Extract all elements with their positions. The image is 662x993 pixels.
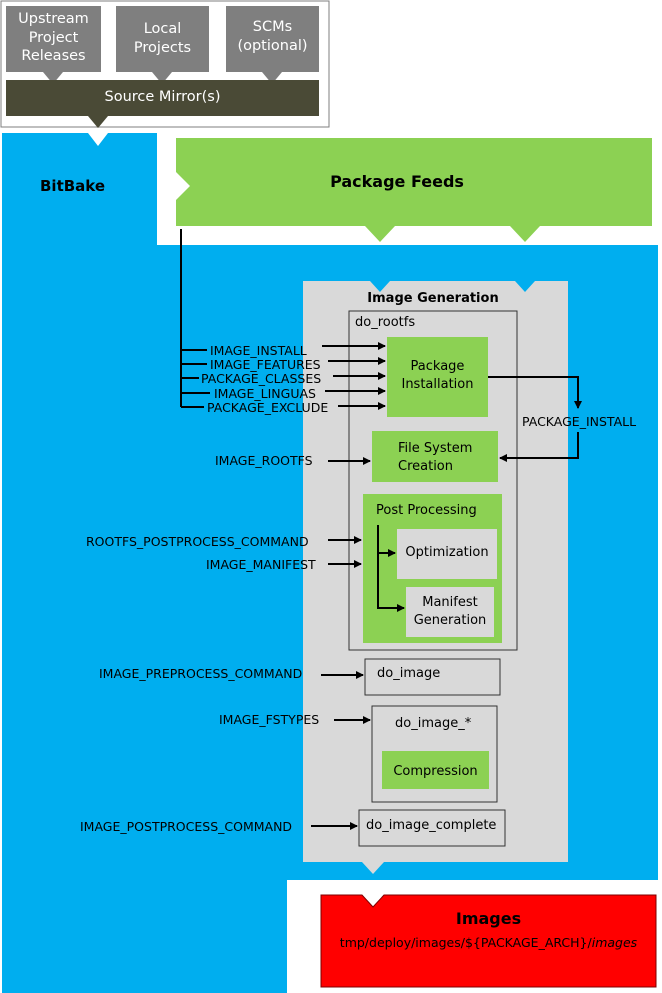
local-line-1: Local [143,21,182,37]
manifest-line-1: Manifest [422,595,478,610]
images-path-prefix: tmp/deploy/images/${PACKAGE_ARCH}/ [339,935,592,950]
local-projects-label: Local Projects [116,20,209,57]
source-mirror-arrow [88,116,108,128]
manifest-generation-box [406,587,494,637]
package-feeds-box [176,138,652,242]
source-mirror-box [6,80,319,116]
do-image-box [364,658,501,696]
optimization-box [397,529,497,579]
var-image-fstypes: IMAGE_FSTYPES [219,712,320,727]
manifest-line-2: Generation [413,613,487,628]
do-image-label: do_image [377,666,441,681]
scms-box [226,6,319,72]
file-system-creation-line-1: File System [398,441,473,456]
package-install-down-arrow [488,376,582,409]
var-rootfs-postprocess-command: ROOTFS_POSTPROCESS_COMMAND [86,534,309,549]
scms-arrow [262,72,282,84]
images-box [320,894,657,988]
scms-label: SCMs (optional) [226,18,319,55]
images-title: Images [455,909,522,928]
do-image-complete-label: do_image_complete [366,818,497,833]
manifest-generation-label: Manifest Generation [406,594,494,630]
var-image-install: IMAGE_INSTALL [210,343,307,358]
package-installation-label: Package Installation [387,358,488,394]
package-install-back-arrow [499,432,579,462]
file-system-creation-label: File System Creation [398,440,472,476]
package-installation-line-2: Installation [401,377,474,392]
package-install-label: PACKAGE_INSTALL [522,414,637,429]
bitbake-label: BitBake [40,177,106,195]
scms-line-1: SCMs [252,19,293,35]
images-path: tmp/deploy/images/${PACKAGE_ARCH}/images [321,935,656,950]
bitbake-notch [157,172,172,200]
image-generation-label: Image Generation [367,291,499,306]
compression-label: Compression [393,764,478,779]
upstream-box [6,6,101,72]
file-system-creation-box [372,431,498,482]
local-line-2: Projects [133,39,192,56]
compression-box [382,751,489,789]
var-image-features: IMAGE_FEATURES [210,357,321,372]
local-projects-box [116,6,209,72]
post-processing-label: Post Processing [376,503,477,518]
var-package-classes: PACKAGE_CLASSES [201,371,322,386]
package-installation-box [387,337,488,417]
file-system-creation-line-2: Creation [398,459,454,474]
optimization-label: Optimization [405,545,489,560]
var-image-preprocess-command: IMAGE_PREPROCESS_COMMAND [99,666,303,681]
package-installation-line-1: Package [410,359,465,374]
var-image-rootfs: IMAGE_ROOTFS [215,453,313,468]
upstream-line-2: Project [28,29,79,46]
var-image-manifest: IMAGE_MANIFEST [206,557,316,572]
local-projects-arrow [152,72,172,84]
do-image-complete-box [358,809,506,847]
images-path-italic: images [591,935,638,950]
upstream-label: Upstream Project Releases [6,10,101,66]
package-feeds-label: Package Feeds [330,172,464,191]
source-mirror-label: Source Mirror(s) [104,89,221,105]
var-image-postprocess-command: IMAGE_POSTPROCESS_COMMAND [80,819,293,834]
do-image-star-box [371,705,498,803]
var-package-exclude: PACKAGE_EXCLUDE [207,400,329,415]
upstream-line-1: Upstream [18,11,89,27]
upstream-arrow [43,72,63,84]
do-image-star-label: do_image_* [395,716,472,731]
do-rootfs-label: do_rootfs [355,315,416,330]
scms-line-2: (optional) [237,37,308,54]
upstream-line-3: Releases [21,48,86,64]
var-image-linguas: IMAGE_LINGUAS [214,386,316,401]
do-rootfs-box [348,310,518,651]
